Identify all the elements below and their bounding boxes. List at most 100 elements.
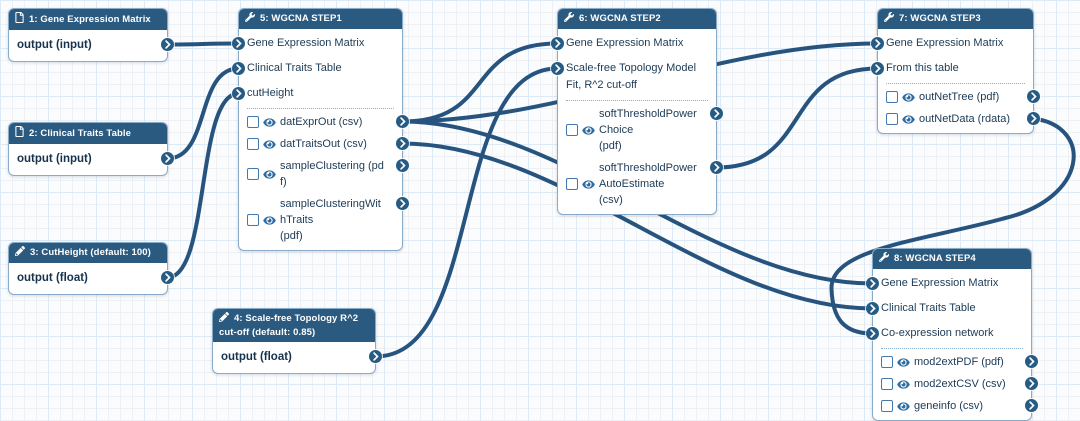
- chevron-right-icon: [164, 40, 171, 49]
- output-checkbox[interactable]: [247, 214, 259, 226]
- input-port[interactable]: [866, 302, 879, 315]
- input-port[interactable]: [232, 87, 245, 100]
- output-port[interactable]: [161, 152, 174, 165]
- eye-icon[interactable]: [263, 169, 276, 180]
- output-port[interactable]: [396, 137, 409, 150]
- output-checkbox[interactable]: [247, 168, 259, 180]
- node-header[interactable]: 4: Scale-free Topology R^2 cut-off (defa…: [213, 309, 375, 342]
- node-header[interactable]: 1: Gene Expression Matrix: [9, 9, 167, 30]
- input-label: cutHeight: [247, 87, 294, 99]
- node-output-row: mod2extCSV(csv): [873, 373, 1038, 395]
- node-header[interactable]: 8: WGCNA STEP4: [873, 249, 1031, 269]
- node-title: 4: Scale-free Topology R^2 cut-off (defa…: [219, 313, 359, 338]
- output-ext: (pdf): [599, 140, 622, 152]
- output-checkbox[interactable]: [247, 138, 259, 150]
- workflow-node-4[interactable]: 4: Scale-free Topology R^2 cut-off (defa…: [212, 308, 382, 374]
- output-port[interactable]: [710, 107, 723, 120]
- output-port[interactable]: [396, 197, 409, 210]
- output-ext: (csv): [981, 378, 1006, 390]
- output-ext: (csv): [599, 194, 623, 206]
- output-checkbox[interactable]: [881, 378, 893, 390]
- output-port[interactable]: [161, 271, 174, 284]
- node-output-row: softThresholdPowerChoice (pdf): [558, 103, 723, 157]
- output-label: datTraitsOut(csv): [280, 136, 384, 152]
- eye-icon[interactable]: [902, 92, 915, 103]
- output-port[interactable]: [1025, 377, 1038, 390]
- chevron-right-icon: [235, 64, 242, 73]
- output-port[interactable]: [1025, 355, 1038, 368]
- output-label: datExprOut(csv): [280, 114, 384, 130]
- workflow-node-3[interactable]: 3: CutHeight (default: 100)output (float…: [8, 242, 174, 295]
- input-port[interactable]: [866, 327, 879, 340]
- chevron-right-icon: [1028, 401, 1035, 410]
- output-ext: (csv): [959, 400, 984, 412]
- eye-icon[interactable]: [263, 117, 276, 128]
- output-port[interactable]: [710, 161, 723, 174]
- output-port[interactable]: [396, 115, 409, 128]
- input-port[interactable]: [866, 277, 879, 290]
- chevron-right-icon: [874, 64, 881, 73]
- output-label: mod2extCSV(csv): [914, 376, 1013, 392]
- output-port[interactable]: [396, 159, 409, 172]
- input-label: Co-expression network: [881, 327, 994, 339]
- node-header[interactable]: 3: CutHeight (default: 100): [9, 243, 167, 263]
- output-port[interactable]: [161, 38, 174, 51]
- output-checkbox[interactable]: [881, 356, 893, 368]
- input-port[interactable]: [871, 37, 884, 50]
- node-header[interactable]: 5: WGCNA STEP1: [239, 9, 402, 29]
- output-checkbox[interactable]: [881, 400, 893, 412]
- eye-icon[interactable]: [263, 215, 276, 226]
- eye-icon[interactable]: [897, 357, 910, 368]
- output-port[interactable]: [1025, 399, 1038, 412]
- chevron-right-icon: [554, 39, 561, 48]
- chevron-right-icon: [1028, 357, 1035, 366]
- output-checkbox[interactable]: [886, 91, 898, 103]
- output-port[interactable]: [1027, 112, 1040, 125]
- eye-icon[interactable]: [897, 401, 910, 412]
- node-output-row: output (input): [9, 32, 174, 58]
- eye-icon[interactable]: [582, 125, 595, 136]
- output-checkbox[interactable]: [566, 124, 578, 136]
- eye-icon[interactable]: [897, 379, 910, 390]
- output-name: mod2extPDF: [914, 356, 979, 368]
- input-port[interactable]: [551, 62, 564, 75]
- output-ext: (rdata): [977, 113, 1011, 125]
- input-port[interactable]: [871, 62, 884, 75]
- input-port[interactable]: [551, 37, 564, 50]
- output-port[interactable]: [369, 350, 382, 363]
- node-header[interactable]: 7: WGCNA STEP3: [878, 9, 1033, 29]
- eye-icon[interactable]: [263, 139, 276, 150]
- eye-icon[interactable]: [582, 179, 595, 190]
- input-port[interactable]: [232, 62, 245, 75]
- node-header[interactable]: 2: Clinical Traits Table: [9, 123, 167, 144]
- output-checkbox[interactable]: [247, 116, 259, 128]
- workflow-edge: [373, 66, 560, 359]
- eye-icon[interactable]: [902, 114, 915, 125]
- output-checkbox[interactable]: [886, 113, 898, 125]
- output-label: output (float): [221, 351, 292, 363]
- node-output-row: output (float): [213, 344, 382, 370]
- workflow-edge: [165, 91, 241, 280]
- wrench-icon: [883, 12, 894, 26]
- node-header[interactable]: 6: WGCNA STEP2: [558, 9, 716, 29]
- node-title: 3: CutHeight (default: 100): [30, 247, 151, 258]
- node-input-row: Gene Expression Matrix: [232, 31, 402, 56]
- node-output-row: outNetData(rdata): [878, 108, 1040, 130]
- output-name: softThresholdPowerChoice: [599, 108, 697, 136]
- node-body: output (float): [213, 342, 382, 373]
- input-label: Gene Expression Matrix: [247, 37, 365, 49]
- output-port[interactable]: [1027, 90, 1040, 103]
- node-input-row: Gene Expression Matrix: [871, 31, 1033, 56]
- output-label: geneinfo(csv): [914, 398, 1013, 414]
- wrench-icon: [563, 12, 574, 26]
- input-port[interactable]: [232, 37, 245, 50]
- output-checkbox[interactable]: [566, 178, 578, 190]
